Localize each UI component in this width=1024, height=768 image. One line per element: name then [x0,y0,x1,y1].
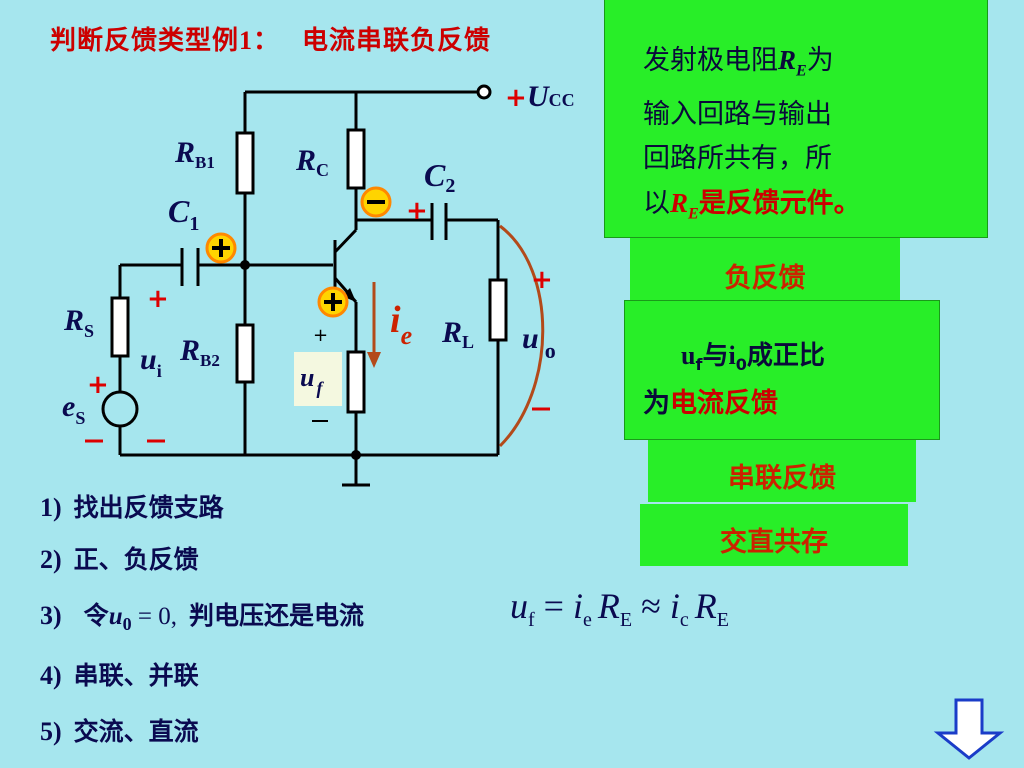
plus-sign: + [406,196,428,226]
title-main: 电流串联负反馈 [302,26,492,56]
label-es: eS [62,390,85,428]
label-rb2: RB2 [179,334,220,370]
circuit-wires [118,90,500,487]
plus-sign: + [313,325,328,346]
step-4: 4)串联、并联 [40,661,199,690]
plus-sign: + [87,370,109,400]
capacitor-c2 [430,203,448,240]
label-c2: C2 [424,157,455,197]
plus-sign: + [147,284,169,314]
callout-text: 回路所共有，所 [643,143,832,175]
title-prefix: 判断反馈类型例 [50,26,240,56]
label-c1: C1 [168,193,199,235]
label-rs: RS [63,304,94,341]
down-arrow-icon[interactable] [933,698,1005,760]
ground-node [351,450,361,460]
label-ie: ie [390,299,412,350]
step-5: 5)交流、直流 [40,717,199,746]
page-title: 判断反馈类型例1： 电流串联负反馈 [50,20,491,57]
title-colon: ： [253,26,281,56]
plus-circle-icon [205,232,237,264]
plus-sign: + [531,265,553,295]
emitter-arrow [342,288,356,302]
callout-negative-feedback: 负反馈 [630,238,900,306]
base-node [240,260,250,270]
label-rl: RL [441,316,474,352]
output-voltage-brace [498,224,545,448]
callout-series-feedback: 串联反馈 [648,440,916,502]
resistor-re [346,350,366,414]
minus-circle-icon [360,186,392,218]
callout-text: 发射极电阻 [643,45,778,76]
label-rb1: RB1 [174,136,215,172]
resistor-rs [110,296,130,358]
callout-feedback-element: 发射极电阻RE为 输入回路与输出 回路所共有，所 以RE是反馈元件。 [604,0,988,238]
callout-text: 输入回路与输出 [643,99,832,131]
resistor-rc [346,128,366,190]
label-ucc: UCC [527,80,575,113]
uf-label-background [294,352,342,406]
step-3: 3)令u0 = 0,判电压还是电流 [40,601,364,634]
resistor-rl [488,278,508,342]
step-2: 2)正、负反馈 [40,545,199,574]
step-1: 1)找出反馈支路 [40,493,224,522]
plus-sign: + [505,83,527,113]
resistor-rb2 [235,323,255,384]
capacitor-c1 [180,248,200,286]
voltage-source [101,390,139,428]
callout-ac-dc: 交直共存 [640,504,908,566]
resistor-rb1 [235,131,255,195]
title-number: 1 [239,26,254,55]
label-rc: RC [295,144,329,180]
plus-circle-icon [317,286,349,318]
label-ui: ui [140,343,162,381]
callout-current-feedback: uf与i0成正比 为电流反馈 [624,300,940,440]
vcc-terminal [476,84,492,100]
